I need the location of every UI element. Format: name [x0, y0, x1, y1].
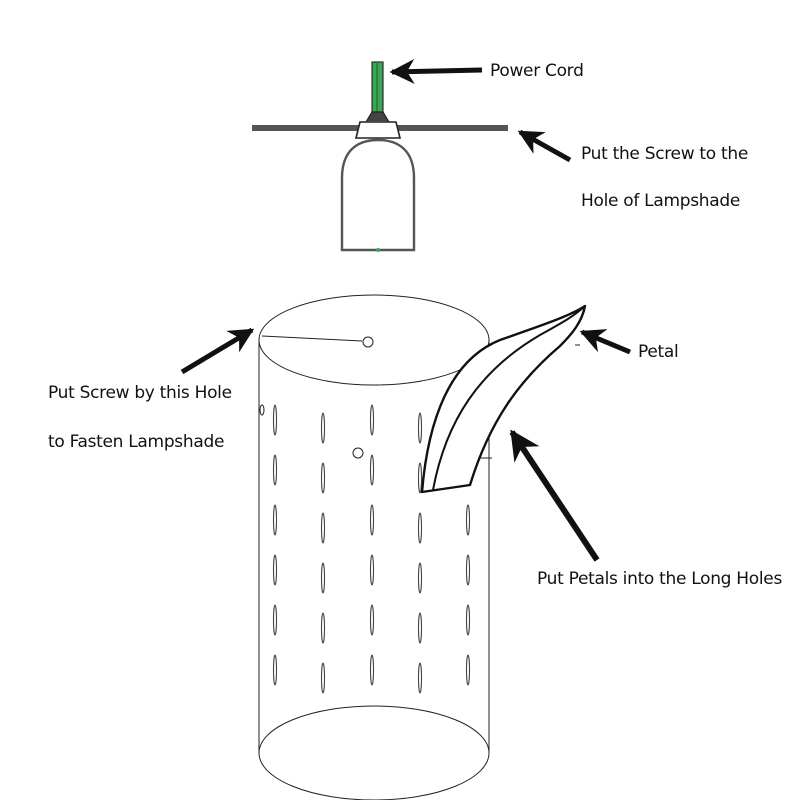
long-hole: [369, 604, 375, 636]
long-hole: [417, 562, 423, 594]
long-hole: [465, 654, 471, 686]
long-hole: [320, 412, 326, 444]
lampshade-top-ellipse: [258, 294, 490, 386]
cylinder-lampshade: [258, 294, 490, 800]
long-hole: [369, 554, 375, 586]
long-hole: [272, 654, 278, 686]
long-hole: [272, 504, 278, 536]
long-hole: [320, 562, 326, 594]
screw-to-hole-label-line2: Hole of Lampshade: [581, 191, 740, 211]
long-hole: [417, 612, 423, 644]
long-hole: [272, 604, 278, 636]
long-holes-arrow: [509, 429, 600, 562]
petal-label: Petal: [638, 342, 678, 362]
screw-to-hole-arrow: [517, 129, 572, 163]
long-hole: [465, 604, 471, 636]
lamp-socket: [340, 138, 416, 252]
long-hole: [320, 462, 326, 494]
long-hole: [369, 404, 375, 436]
long-hole: [320, 612, 326, 644]
long-hole: [417, 662, 423, 694]
callout-arrows: [180, 59, 631, 562]
long-hole: [369, 504, 375, 536]
long-hole: [320, 512, 326, 544]
long-hole: [272, 554, 278, 586]
long-hole: [417, 462, 423, 494]
petal-arrow: [579, 329, 631, 355]
screw-ring: [354, 121, 402, 139]
long-hole: [465, 504, 471, 536]
long-hole: [320, 662, 326, 694]
long-hole: [369, 654, 375, 686]
power-cord-arrow: [389, 59, 483, 84]
fasten-hole-label-line2: to Fasten Lampshade: [48, 432, 224, 452]
fasten-hole-arrow: [180, 327, 255, 375]
lamp-socket-assembly: [252, 61, 508, 252]
power-cord-label: Power Cord: [490, 61, 584, 81]
long-holes-label: Put Petals into the Long Holes: [537, 569, 782, 589]
long-hole: [369, 454, 375, 486]
screw-to-hole-label-line1: Put the Screw to the: [581, 144, 748, 164]
lampshade-bottom-ellipse: [258, 705, 490, 800]
long-hole: [272, 404, 278, 436]
long-hole: [417, 412, 423, 444]
long-hole: [417, 512, 423, 544]
long-hole: [465, 554, 471, 586]
screw-hole: [362, 336, 374, 348]
long-hole: [272, 454, 278, 486]
petal-shape: [420, 304, 587, 494]
fasten-hole-label-line1: Put Screw by this Hole: [48, 383, 232, 403]
